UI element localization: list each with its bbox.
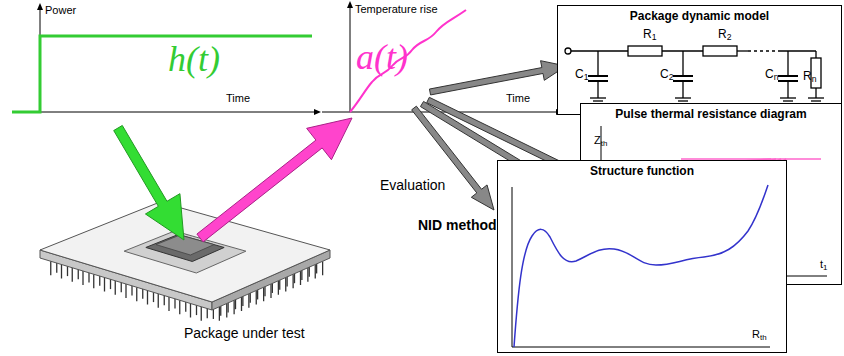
text-label: h(t) — [168, 40, 220, 80]
package-pin — [315, 265, 316, 279]
package-pin — [125, 284, 126, 298]
evaluation-arrow — [429, 61, 566, 95]
heat-arrow — [197, 118, 352, 242]
package-pin — [72, 268, 73, 282]
package-pin — [285, 278, 286, 292]
text-label: Evaluation — [380, 178, 445, 193]
text-label: NID method — [418, 218, 497, 233]
component-label: R1 — [643, 28, 656, 43]
cavity — [124, 231, 246, 273]
package-pin — [136, 287, 137, 301]
text-label: Power — [45, 4, 76, 16]
package-pin — [93, 274, 94, 288]
component-label: t1 — [820, 258, 827, 273]
package-pin — [201, 307, 202, 321]
evaluation-arrow — [412, 106, 494, 210]
axis — [12, 112, 318, 113]
component-label: Cn — [765, 68, 778, 83]
power-step — [12, 36, 312, 112]
die — [146, 235, 224, 262]
package-pin — [233, 300, 234, 314]
package-pin — [147, 291, 148, 305]
text-label: Time — [226, 92, 250, 104]
package-pin — [300, 271, 301, 285]
package-pin — [263, 287, 264, 301]
box-title: Package dynamic model — [558, 6, 841, 23]
temperature-curve — [350, 10, 466, 112]
package-pin — [179, 300, 180, 314]
package-pin — [82, 271, 83, 285]
text-label: Time — [506, 92, 530, 104]
box-title: Structure function — [498, 161, 786, 178]
package-pin — [190, 304, 191, 318]
package-pin — [115, 281, 116, 295]
package-pin — [307, 268, 308, 282]
diagram-box: Package dynamic model — [557, 5, 842, 115]
text-label: a(t) — [356, 38, 408, 78]
component-label: Zth — [594, 134, 607, 149]
package-pin — [322, 261, 323, 275]
package-pin — [292, 274, 293, 288]
package-pin — [270, 284, 271, 298]
package-pin — [219, 307, 220, 321]
axis — [350, 4, 351, 112]
component-label: R2 — [718, 28, 731, 43]
diagram-box: Structure function — [497, 160, 787, 353]
text-label: Temperature rise — [355, 3, 438, 15]
component-label: C1 — [575, 68, 588, 83]
package-pin — [168, 297, 169, 311]
box-title: Pulse thermal resistance diagram — [581, 104, 841, 121]
package-pin — [256, 291, 257, 305]
component-label: C2 — [660, 68, 673, 83]
component-label: Rn — [803, 70, 816, 85]
structure-plot — [498, 161, 778, 354]
package-pin — [248, 294, 249, 308]
package-pin — [61, 265, 62, 279]
package-pin — [158, 294, 159, 308]
package-pin — [104, 278, 105, 292]
package-pin — [50, 261, 51, 275]
package-pin — [278, 281, 279, 295]
package-pin — [241, 297, 242, 311]
text-label: Package under test — [184, 326, 305, 341]
package-pin — [226, 304, 227, 318]
component-label: Rth — [752, 328, 767, 343]
package-top — [40, 202, 330, 302]
power-arrow — [114, 125, 184, 240]
